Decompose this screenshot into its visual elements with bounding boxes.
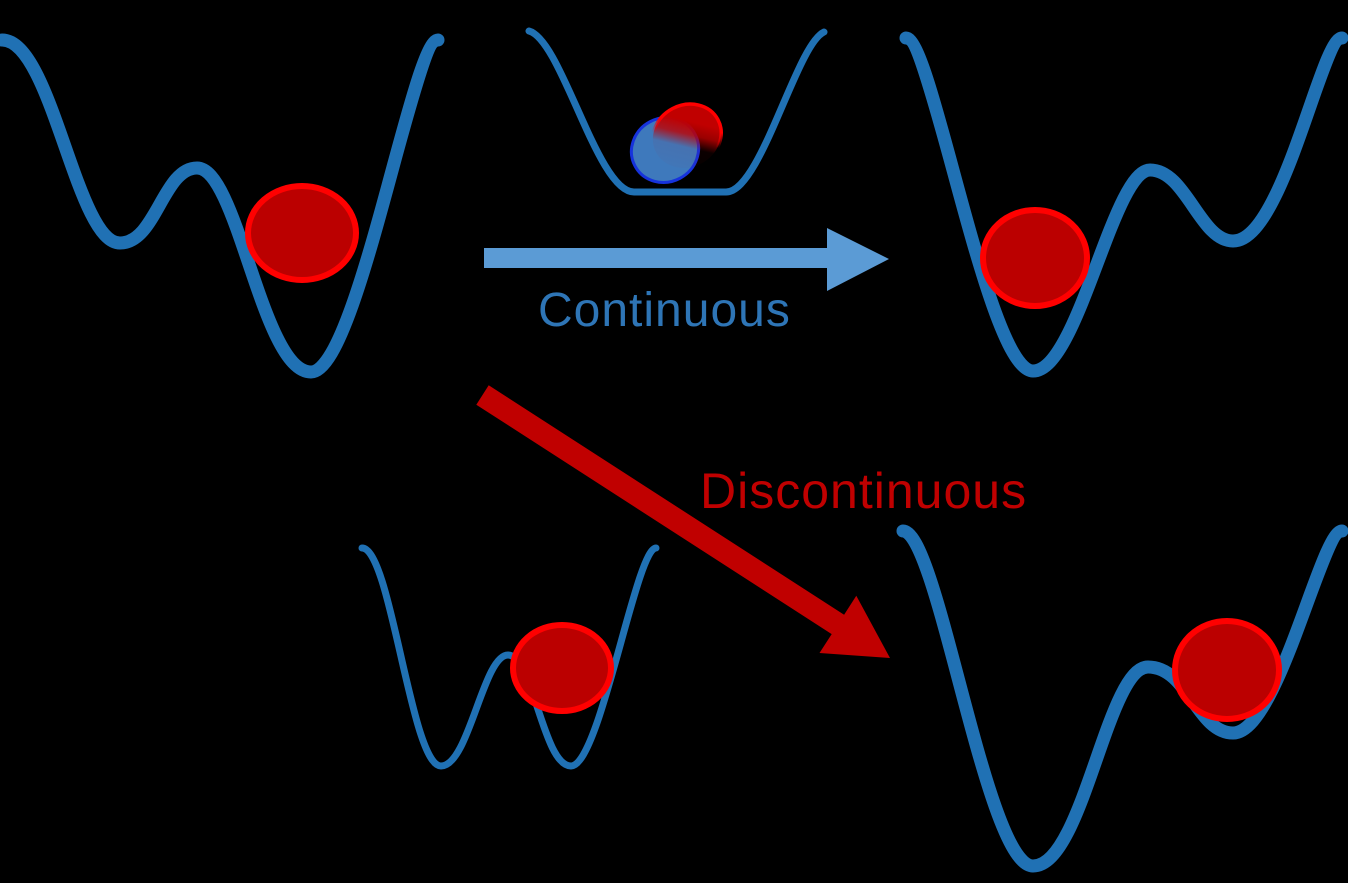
ball-top-left bbox=[245, 183, 359, 283]
potential-bottom-right bbox=[896, 524, 1348, 873]
potential-top-middle bbox=[525, 27, 828, 196]
arrow-continuous bbox=[484, 228, 889, 291]
ball-bottom-middle bbox=[510, 622, 614, 714]
continuous-label: Continuous bbox=[538, 284, 791, 337]
arrow-discontinuous bbox=[476, 385, 890, 658]
potential-top-right bbox=[899, 31, 1348, 378]
ball-top-right bbox=[980, 207, 1090, 309]
mixed-ball-red-half bbox=[651, 102, 723, 170]
ball-bottom-right bbox=[1172, 618, 1282, 722]
discontinuous-label: Discontinuous bbox=[700, 463, 1028, 519]
potential-bottom-middle bbox=[358, 544, 660, 770]
potential-top-left bbox=[0, 33, 445, 379]
